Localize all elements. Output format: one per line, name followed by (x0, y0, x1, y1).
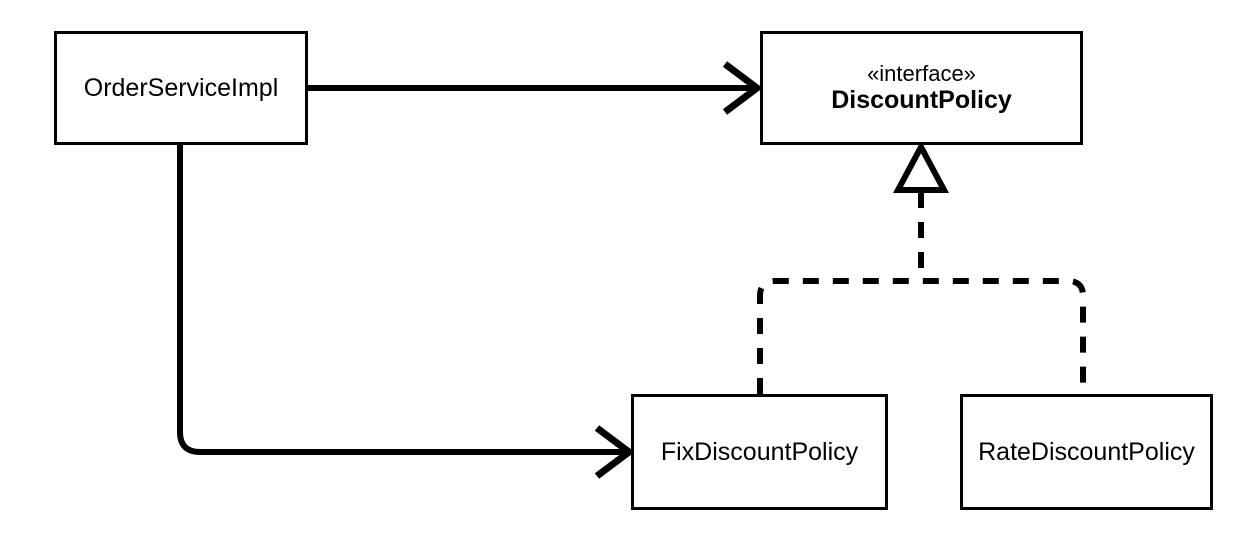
realization-fork-dashed (757, 278, 1086, 394)
class-box-ratediscountpolicy[interactable]: RateDiscountPolicy (960, 394, 1213, 510)
class-name-discountpolicy: DiscountPolicy (831, 86, 1012, 115)
association-line-order-fixdiscountpolicy (177, 143, 624, 455)
open-arrowhead-icon (594, 425, 635, 479)
association-orderserviceimpl-to-discountpolicy (306, 61, 763, 115)
class-box-discountpolicy[interactable]: «interface» DiscountPolicy (760, 31, 1083, 145)
class-name-orderserviceimpl: OrderServiceImpl (83, 73, 279, 102)
hollow-triangle-arrowhead-icon (892, 140, 950, 193)
class-box-fixdiscountpolicy[interactable]: FixDiscountPolicy (631, 394, 888, 510)
class-name-ratediscountpolicy: RateDiscountPolicy (978, 437, 1195, 466)
open-arrowhead-icon (722, 61, 763, 115)
association-orderserviceimpl-to-fixdiscountpolicy (177, 143, 635, 479)
class-box-orderserviceimpl[interactable]: OrderServiceImpl (54, 31, 308, 145)
stereotype-label-interface: «interface» (867, 60, 976, 86)
realization-tree-to-discountpolicy (757, 140, 1086, 394)
class-name-fixdiscountpolicy: FixDiscountPolicy (660, 437, 859, 466)
